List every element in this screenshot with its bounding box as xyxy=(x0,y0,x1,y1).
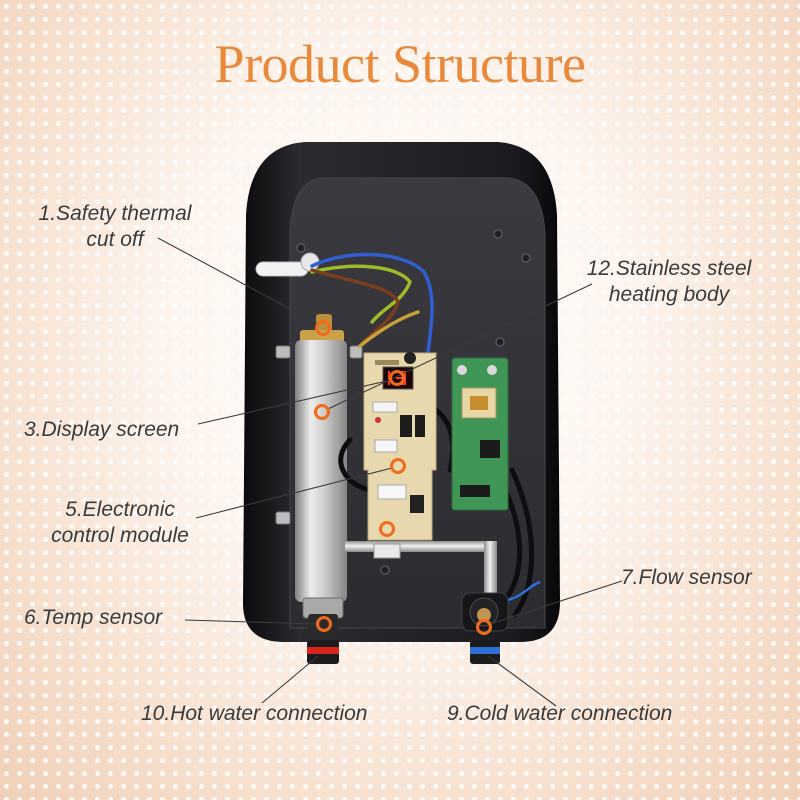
leader-line-display-screen xyxy=(197,379,392,425)
label-line: heating body xyxy=(608,283,730,306)
leader-line-hot-water xyxy=(261,655,319,704)
label-line: 7.Flow sensor xyxy=(621,566,752,589)
power-pcb xyxy=(451,357,509,511)
label-line: 3.Display screen xyxy=(24,418,180,441)
label-line: cut off xyxy=(86,228,144,251)
label-display-screen: 3.Display screen xyxy=(24,417,179,443)
label-line: 1.Safety thermal xyxy=(38,202,192,225)
page-title: Product Structure xyxy=(214,34,586,94)
label-line: 12.Stainless steel xyxy=(586,257,752,280)
leader-line-temp-sensor xyxy=(184,619,318,625)
leader-lines xyxy=(157,237,623,707)
cold-water-connector xyxy=(470,640,500,664)
label-line: 10.Hot water connection xyxy=(141,702,368,725)
label-line: control module xyxy=(51,524,189,547)
heating-body xyxy=(295,314,347,634)
label-hot-water-connection: 10.Hot water connection xyxy=(141,701,367,727)
power-wires xyxy=(310,252,434,354)
hot-water-connector xyxy=(307,640,339,664)
callout-markers xyxy=(314,320,492,635)
label-temp-sensor: 6.Temp sensor xyxy=(24,605,162,631)
leader-line-heating-body xyxy=(327,283,593,410)
side-brackets xyxy=(275,345,363,525)
control-pcb xyxy=(363,352,437,541)
label-control-module: 5.Electronic control module xyxy=(35,497,205,549)
label-line: 9.Cold water connection xyxy=(447,702,673,725)
marker-control-module xyxy=(390,458,406,474)
label-heating-body: 12.Stainless steel heating body xyxy=(568,256,770,308)
marker-control-module-lower xyxy=(379,521,395,537)
water-pipe xyxy=(345,541,497,593)
leader-line-flow-sensor xyxy=(489,580,623,625)
leader-line-cold-water xyxy=(487,655,557,707)
marker-temp-sensor xyxy=(316,616,332,632)
marker-heating-body xyxy=(314,404,330,420)
leader-line-safety-thermal xyxy=(157,237,319,325)
marker-display-screen xyxy=(389,370,405,386)
label-line: 6.Temp sensor xyxy=(24,606,163,629)
label-flow-sensor: 7.Flow sensor xyxy=(621,565,752,591)
label-safety-thermal-cutoff: 1.Safety thermal cut off xyxy=(20,201,210,253)
label-line: 5.Electronic xyxy=(65,498,175,521)
marker-flow-sensor xyxy=(476,619,492,635)
leader-line-control-module xyxy=(195,467,393,519)
label-cold-water-connection: 9.Cold water connection xyxy=(447,701,672,727)
marker-safety-thermal xyxy=(315,320,331,336)
